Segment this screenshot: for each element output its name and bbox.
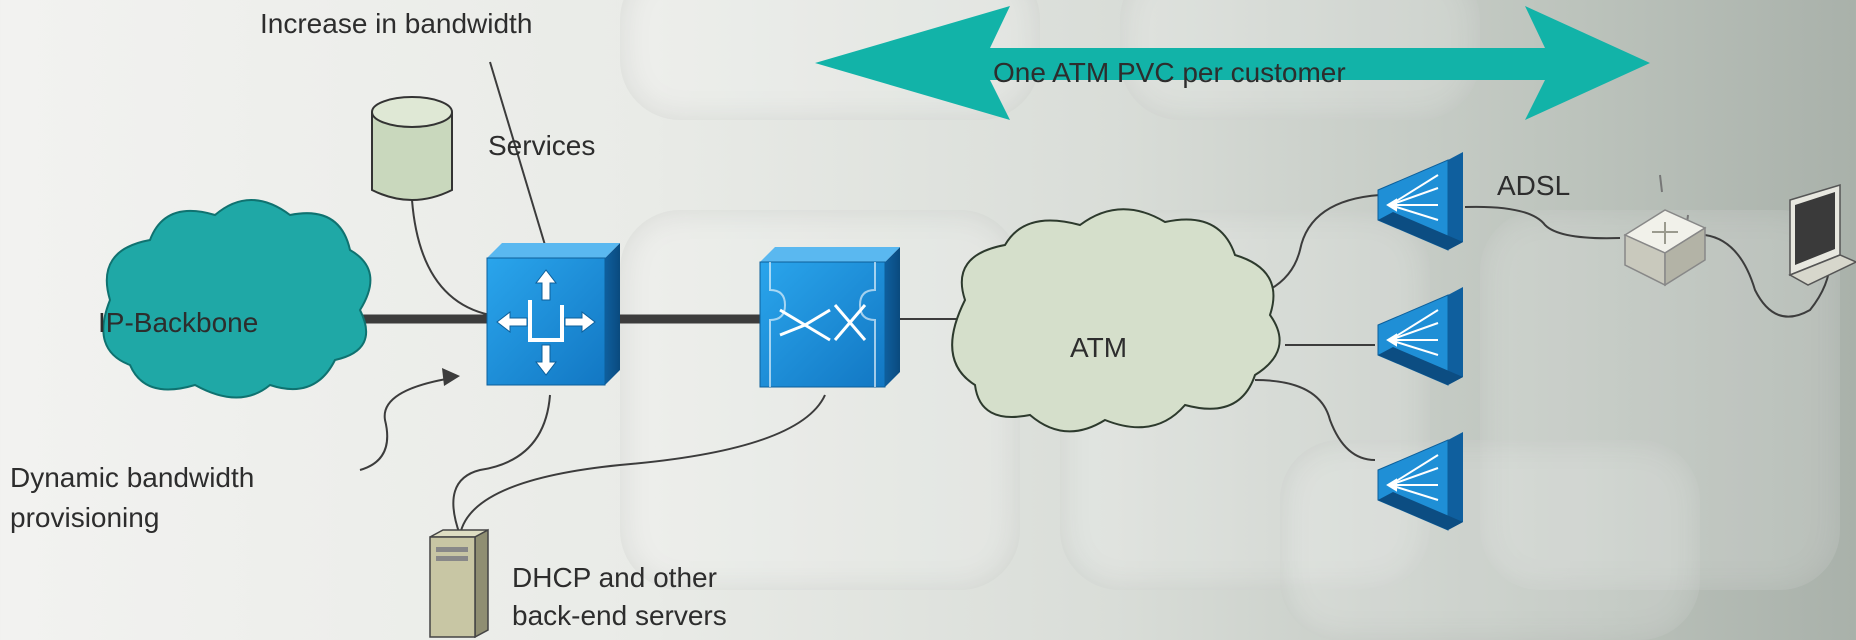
dynamic-provisioning-line2: provisioning [10,502,160,533]
dslam-icon [1377,432,1463,531]
database-icon [371,96,453,201]
router-server-link [452,394,551,536]
switch-server-link [459,394,826,536]
atm-switch-icon [759,247,900,388]
dhcp-label-line2: back-end servers [512,600,727,631]
services-label: Services [488,130,596,161]
atm-cloud [951,208,1281,433]
server-icon [429,528,489,638]
modem-icon [1623,174,1707,287]
database-link [411,199,491,316]
increase-bandwidth-label: Increase in bandwidth [260,8,533,39]
dhcp-label-line1: DHCP and other [512,562,717,593]
dslam-icon [1377,152,1463,251]
ip-backbone-label: IP-Backbone [98,307,259,338]
router-icon [486,243,620,386]
pvc-label: One ATM PVC per customer [993,57,1346,88]
laptop-icon [1788,183,1856,286]
adsl-link [1464,205,1621,240]
atm-label: ATM [1070,332,1128,363]
pvc-double-arrow [815,6,1650,120]
atm-dslam3-link [1254,379,1376,461]
ip-backbone-cloud [102,199,372,399]
modem-laptop-link [1704,234,1831,318]
dynamic-arrowhead [442,368,460,386]
dslam-icon [1377,287,1463,386]
dynamic-provisioning-line1: Dynamic bandwidth [10,462,255,493]
adsl-label: ADSL [1497,170,1571,201]
